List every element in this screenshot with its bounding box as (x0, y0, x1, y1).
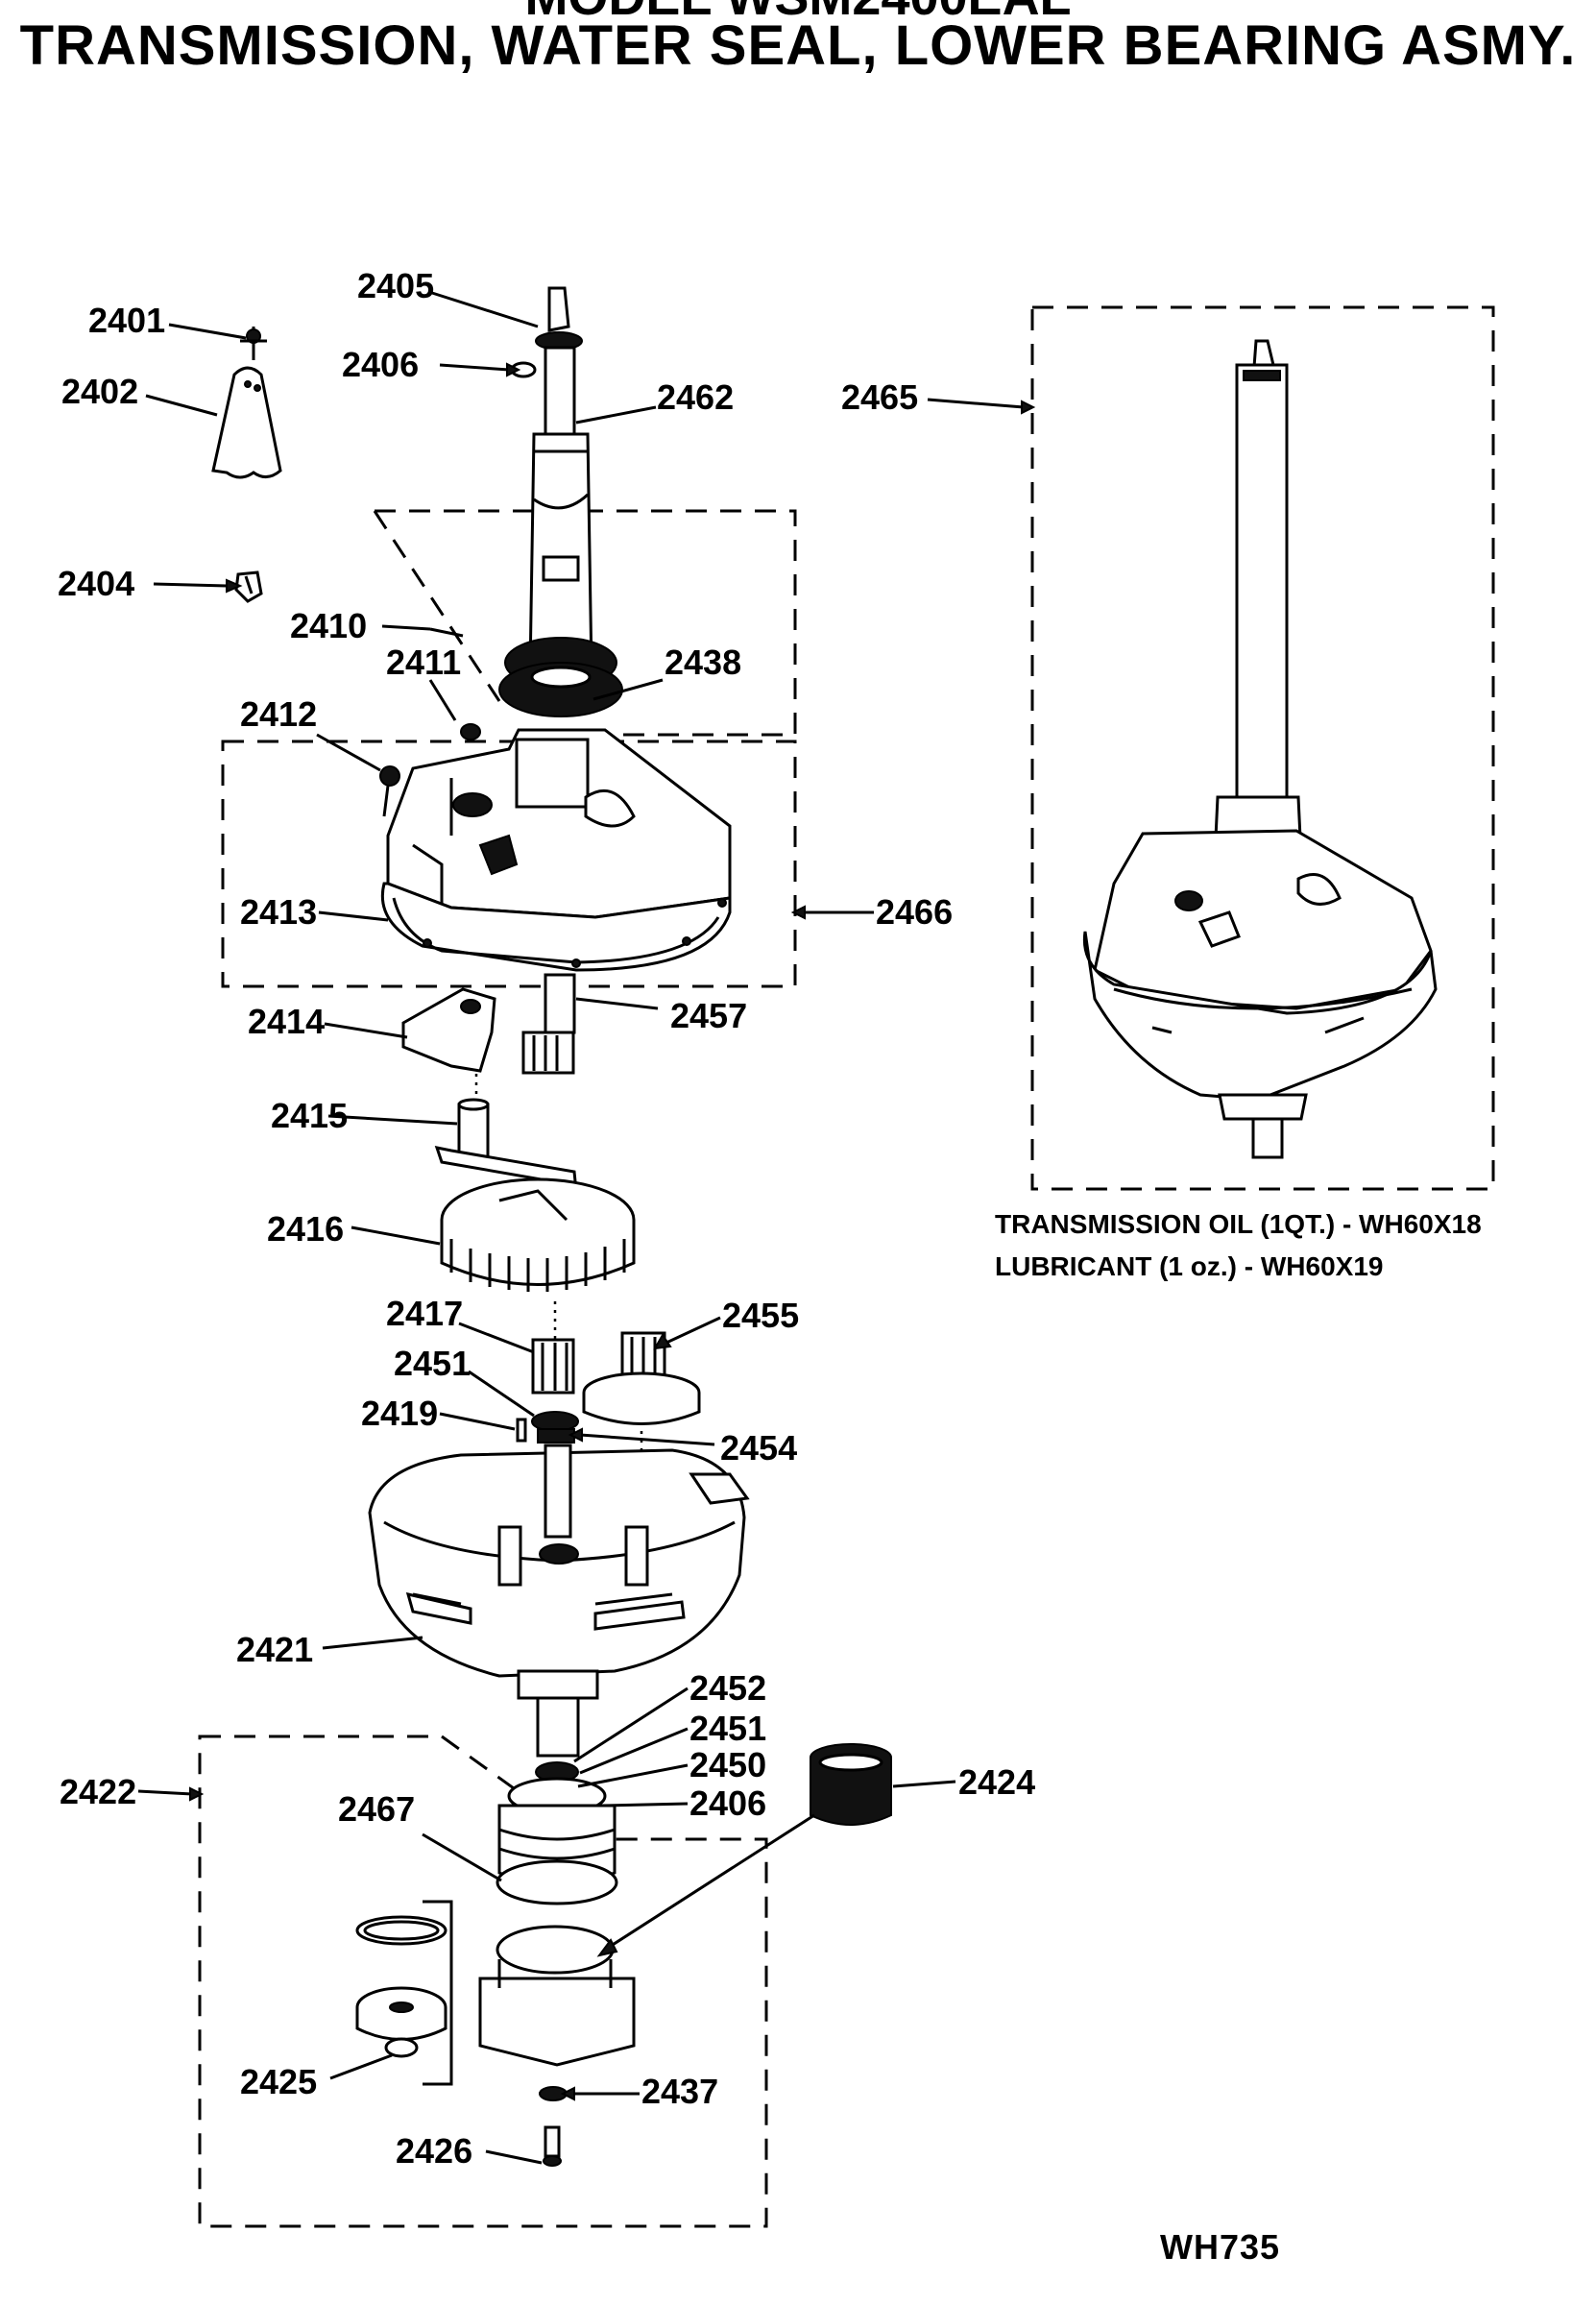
part-2405-shaft-tip (535, 286, 583, 351)
label-2425: 2425 (240, 2062, 317, 2101)
page-title: TRANSMISSION, WATER SEAL, LOWER BEARING … (19, 14, 1577, 77)
part-2401-screw (240, 327, 267, 360)
label-2406-bottom: 2406 (689, 1783, 766, 1823)
part-2424-bearing-cup (810, 1743, 892, 1826)
label-2455: 2455 (722, 1296, 799, 1335)
note-lubricant: LUBRICANT (1 oz.) - WH60X19 (995, 1251, 1383, 1281)
label-2450: 2450 (689, 1745, 766, 1784)
part-2415-pin (457, 1098, 490, 1159)
group-box-2422 (198, 1735, 768, 2228)
part-2412-bolt (379, 765, 400, 817)
label-2451-lower: 2451 (689, 1709, 766, 1748)
label-2462: 2462 (657, 377, 734, 417)
label-2411: 2411 (386, 643, 461, 682)
part-2419-key (516, 1418, 527, 1443)
label-2415: 2415 (271, 1096, 348, 1135)
label-2467: 2467 (338, 1789, 415, 1829)
label-2416: 2416 (267, 1209, 344, 1249)
label-2404: 2404 (58, 564, 134, 603)
part-2417-gear-small (531, 1338, 575, 1395)
label-2452: 2452 (689, 1668, 766, 1708)
label-2417: 2417 (386, 1294, 463, 1333)
label-2414: 2414 (248, 1002, 325, 1041)
part-2416-gear (440, 1177, 636, 1292)
label-2426: 2426 (396, 2131, 472, 2171)
page-code: WH735 (1160, 2227, 1280, 2267)
label-2402: 2402 (61, 372, 138, 411)
note-transmission-oil: TRANSMISSION OIL (1QT.) - WH60X18 (995, 1209, 1482, 1239)
label-2466: 2466 (876, 892, 953, 932)
label-2451-upper: 2451 (394, 1344, 471, 1383)
part-transmission-cover (386, 728, 732, 919)
part-2414-crank-arm (401, 987, 496, 1073)
label-2424: 2424 (958, 1762, 1035, 1802)
label-2405: 2405 (357, 266, 434, 305)
label-2410: 2410 (290, 606, 367, 645)
part-2467-seal-assembly (496, 1804, 618, 1905)
part-2411-nut (460, 723, 481, 740)
group-box-2465 (1030, 305, 1495, 1191)
part-2426-screw (543, 2125, 562, 2167)
part-lower-bearing-block (478, 1925, 636, 2067)
part-2454-bushing (537, 1428, 575, 1444)
label-2422: 2422 (60, 1772, 136, 1811)
label-2412: 2412 (240, 694, 317, 734)
part-2455-gear (582, 1331, 701, 1425)
part-2465-transmission-assembly (1082, 339, 1438, 1159)
label-2438: 2438 (665, 643, 741, 682)
part-2452-lower-shaft (517, 1669, 599, 1758)
part-2425-snap-ring (355, 1915, 447, 2058)
part-2462-agitator-shaft (528, 346, 593, 674)
part-2404-clip (234, 570, 263, 603)
part-2402-cap (211, 366, 282, 479)
label-2457: 2457 (670, 996, 747, 1035)
label-2413: 2413 (240, 892, 317, 932)
part-2457-pinion (521, 973, 576, 1075)
part-2413-gasket (380, 882, 732, 972)
label-2401: 2401 (88, 301, 165, 340)
leader-lines (137, 291, 1036, 2165)
label-2419: 2419 (361, 1394, 438, 1433)
label-2437: 2437 (641, 2072, 718, 2111)
group-box-2466 (221, 740, 797, 988)
model-heading: MODEL WSM2400EAL (0, 0, 1596, 23)
part-2438-seal (498, 637, 623, 717)
label-2406-top: 2406 (342, 345, 419, 384)
label-2454: 2454 (720, 1428, 797, 1468)
part-2421-housing (368, 1444, 750, 1678)
label-2421: 2421 (236, 1630, 313, 1669)
label-2465: 2465 (841, 377, 918, 417)
